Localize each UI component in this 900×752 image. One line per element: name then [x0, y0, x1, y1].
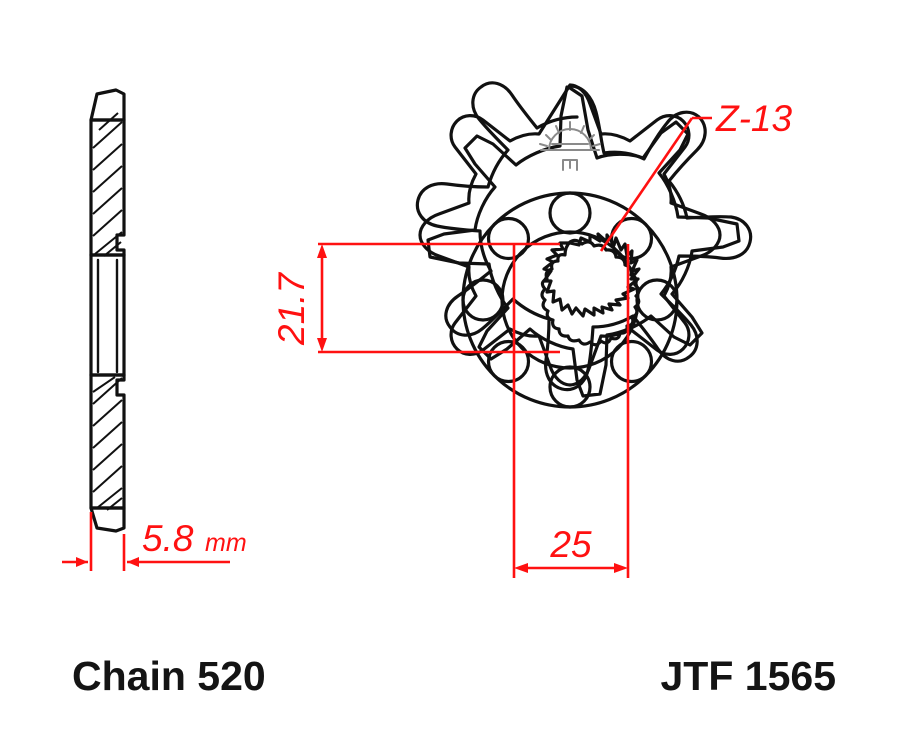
thickness-dimension-group: 5.8 mm: [62, 512, 247, 571]
bolt-hole: [548, 365, 592, 409]
spline-bore: [542, 232, 641, 318]
section-hatching-upper: [92, 112, 123, 257]
sprocket-outer-profile: [415, 81, 753, 392]
bolt-hole: [635, 278, 679, 322]
bolt-hole: [609, 339, 654, 384]
front-view: [415, 81, 753, 409]
bolt-hole: [486, 339, 531, 384]
thickness-value: 5.8: [142, 518, 194, 559]
section-hatching-lower: [92, 376, 123, 511]
thickness-unit: mm: [205, 529, 247, 557]
bolt-hole: [548, 191, 592, 235]
tooth-count-label: Z-13: [715, 98, 793, 139]
bolt-hole: [461, 278, 505, 322]
bore-height-dimension-group: 21.7: [271, 242, 560, 354]
sprocket-tooth-outline: [418, 83, 722, 387]
bolt-hole-group: [461, 191, 679, 409]
part-number-caption: JTF 1565: [661, 653, 837, 699]
side-section-view: [89, 88, 126, 533]
sprocket-teeth: [426, 85, 741, 398]
tooth-count-annotation-group: Z-13: [599, 98, 793, 252]
spline-bore-profile: [540, 238, 641, 347]
chain-caption: Chain 520: [72, 653, 266, 699]
bore-height-value: 21.7: [271, 272, 312, 346]
bolt-hole: [486, 216, 531, 261]
sunrise-logo: [539, 121, 601, 171]
bore-width-dimension-group: 25: [512, 244, 630, 578]
bore-width-value: 25: [549, 524, 592, 565]
